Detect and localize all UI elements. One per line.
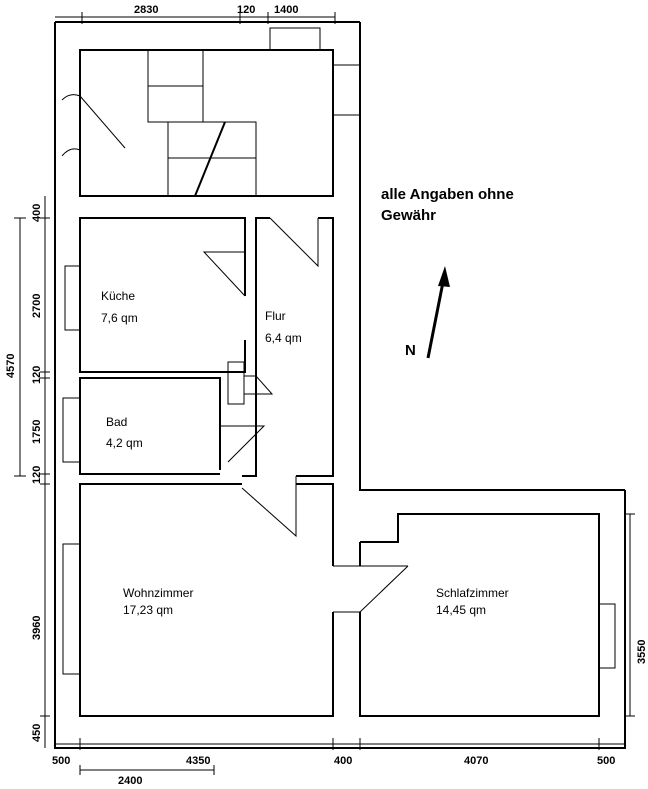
dim-top-3: 1400 [274,4,298,16]
wohnzimmer-area: 17,23 qm [123,603,173,617]
dim-bottom-1: 500 [52,755,70,767]
note-line-1: alle Angaben ohne [381,186,514,203]
dim-top-2: 120 [237,4,255,16]
kueche-area: 7,6 qm [101,311,138,325]
dim-left-4: 1750 [31,420,43,444]
wohnzimmer-name: Wohnzimmer [123,586,193,600]
schlafzimmer-area: 14,45 qm [436,603,486,617]
dim-bottom-extra: 2400 [118,775,142,787]
room-wohnzimmer: Wohnzimmer 17,23 qm [62,483,334,717]
dimension-top: 2830 120 1400 [55,4,336,24]
dim-top-1: 2830 [134,4,158,16]
north-arrow-icon: N [405,266,450,359]
schlafzimmer-name: Schlafzimmer [436,586,509,600]
flur-area: 6,4 qm [265,331,302,345]
bad-area: 4,2 qm [106,436,143,450]
outer-walls [54,21,626,749]
dimension-right: 3550 [625,513,648,717]
dim-right: 3550 [636,640,648,664]
disclaimer-note: alle Angaben ohne Gewähr [381,186,514,224]
kueche-name: Küche [101,289,135,303]
flur-name: Flur [265,309,286,323]
dim-left-7: 450 [31,724,43,742]
stairwell [61,27,361,197]
dim-bottom-3: 400 [334,755,352,767]
room-schlafzimmer: Schlafzimmer 14,45 qm [359,513,616,717]
dim-left-6: 3960 [31,616,43,640]
dimension-left: 400 2700 120 1750 120 3960 450 4570 [5,196,50,748]
connecting-door [333,565,409,613]
dim-left-5: 120 [31,466,43,484]
dim-bottom-4: 4070 [464,755,488,767]
dim-left-2: 2700 [31,294,43,318]
dimension-bottom: 500 4350 400 4070 500 2400 [52,738,625,787]
dim-bottom-5: 500 [597,755,615,767]
dim-left-1: 400 [31,204,43,222]
north-label: N [405,342,416,359]
dim-bottom-2: 4350 [186,755,210,767]
dim-left-outer: 4570 [5,354,17,378]
bad-name: Bad [106,415,127,429]
room-kueche: Küche 7,6 qm [64,217,246,373]
room-flur: Flur 6,4 qm [241,217,334,538]
note-line-2: Gewähr [381,207,436,224]
room-bad: Bad 4,2 qm [62,361,274,475]
dim-left-3: 120 [31,366,43,384]
